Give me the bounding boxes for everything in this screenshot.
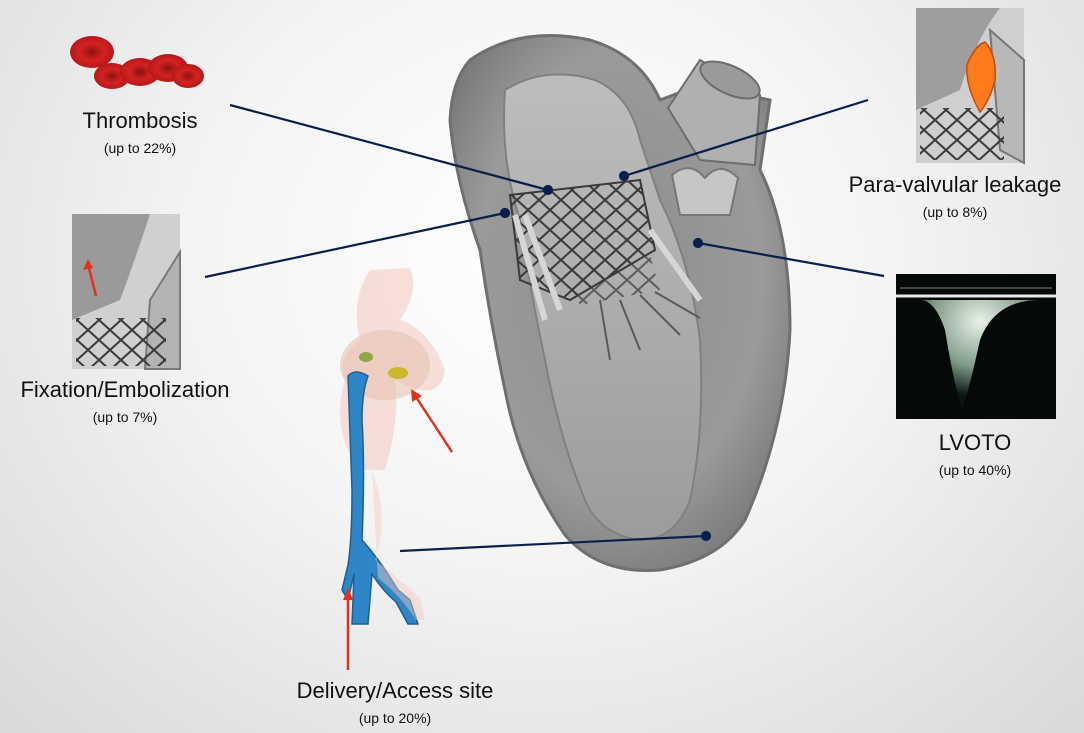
label-fixation-embolization: Fixation/Embolization (up to 7%) xyxy=(0,377,250,425)
access-range: (up to 20%) xyxy=(358,710,432,726)
doppler-lvoto-image xyxy=(896,274,1056,419)
leader-line-lvoto xyxy=(697,241,885,278)
leader-line-leakage xyxy=(623,98,869,178)
label-para-valvular-leakage: Para-valvular leakage (up to 8%) xyxy=(840,172,1070,220)
leakage-title: Para-valvular leakage xyxy=(848,172,1062,197)
lvoto-title: LVOTO xyxy=(938,430,1012,455)
thrombosis-range: (up to 22%) xyxy=(103,140,177,156)
valve-embolization-thumbnail xyxy=(72,214,181,370)
valve-leak-thumbnail xyxy=(916,8,1025,165)
thrombosis-title: Thrombosis xyxy=(82,108,198,133)
access-title: Delivery/Access site xyxy=(296,678,494,703)
label-lvoto: LVOTO (up to 40%) xyxy=(885,430,1065,478)
aorta-femoral-vessel-model xyxy=(340,268,454,670)
label-thrombosis: Thrombosis (up to 22%) xyxy=(50,108,230,156)
label-delivery-access-site: Delivery/Access site (up to 20%) xyxy=(270,678,520,726)
blood-cells-icon xyxy=(70,36,204,89)
leader-line-thrombosis xyxy=(229,103,549,192)
embolization-title: Fixation/Embolization xyxy=(20,377,230,402)
leader-line-access xyxy=(399,534,707,553)
leader-lines xyxy=(204,98,885,553)
embolization-range: (up to 7%) xyxy=(92,409,158,425)
leakage-range: (up to 8%) xyxy=(922,204,988,220)
leader-line-embolization xyxy=(204,211,506,279)
lvoto-range: (up to 40%) xyxy=(938,462,1012,478)
heart-illustration xyxy=(448,34,792,573)
